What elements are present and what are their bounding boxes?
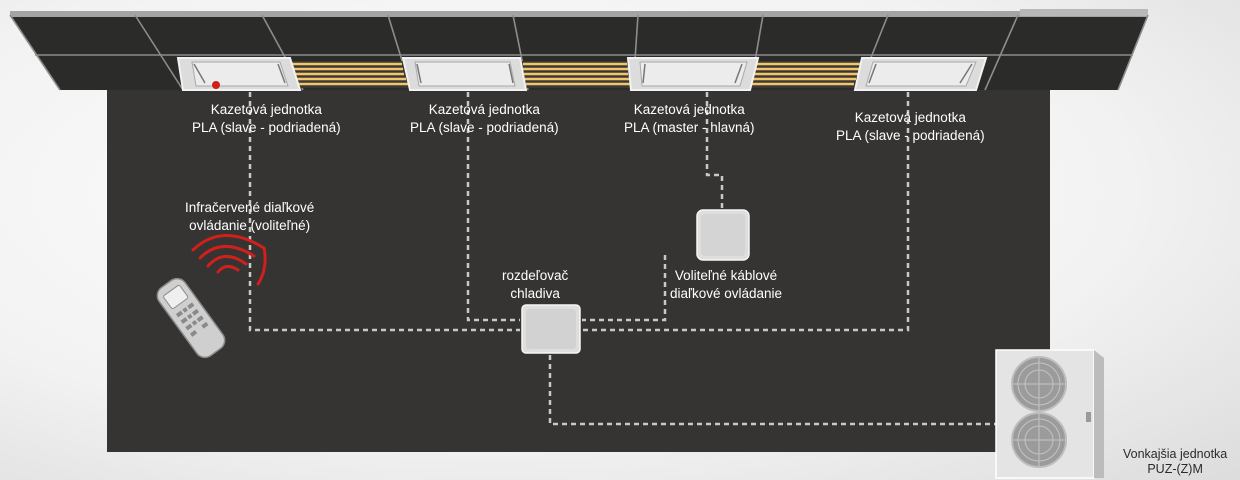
status-led — [212, 81, 220, 89]
wired-remote-device — [696, 209, 750, 261]
cassette-unit — [853, 57, 988, 91]
outdoor-handle — [1086, 412, 1091, 422]
cassette-label-role: PLA (master - hlavná) — [624, 120, 755, 135]
cassette-unit — [626, 57, 760, 91]
cassette-label-title: Kazetová jednotka — [854, 110, 966, 125]
outdoor-unit-label: Vonkajšia jednotka PUZ-(Z)M — [1123, 447, 1227, 477]
cassette-label-role: PLA (slave - podriadená) — [410, 120, 559, 135]
slot-panel — [522, 61, 630, 88]
outdoor-unit — [995, 349, 1104, 479]
cassette-label-slave-3: Kazetová jednotka PLA (slave - podriaden… — [836, 109, 985, 145]
cassette-label-slave-1: Kazetová jednotka PLA (slave - podriaden… — [192, 101, 341, 137]
outdoor-unit-label-line1: Vonkajšia jednotka — [1123, 447, 1228, 461]
cassette-label-title: Kazetová jednotka — [210, 102, 322, 117]
wired-remote-label-line1: Voliteľné káblové — [674, 268, 778, 283]
ir-signal-waves — [191, 234, 267, 286]
fan-grille — [1011, 412, 1067, 468]
ir-remote-label-line1: Infračervené diaľkové — [185, 200, 315, 215]
wired-remote-label: Voliteľné káblové diaľkové ovládanie — [670, 267, 782, 303]
ir-remote-label-line2: ovládanie (voliteľné) — [189, 218, 311, 233]
slot-panel — [290, 61, 409, 88]
cassette-label-title: Kazetová jednotka — [428, 102, 540, 117]
cassette-label-master: Kazetová jednotka PLA (master - hlavná) — [624, 101, 755, 137]
ir-remote-device — [156, 277, 226, 359]
ceiling — [9, 9, 1149, 91]
ir-remote-label: Infračervené diaľkové ovládanie (voliteľ… — [185, 199, 314, 235]
splitter-label-line2: chladiva — [510, 286, 560, 301]
cassette-unit — [176, 57, 302, 91]
fan-grille — [1011, 356, 1067, 412]
slot-panel — [748, 61, 862, 88]
connection-lines — [248, 92, 1000, 426]
cassette-unit — [401, 57, 528, 91]
splitter-label: rozdeľovač chladiva — [502, 267, 568, 303]
refrigerant-splitter — [521, 304, 581, 354]
cassette-label-title: Kazetová jednotka — [633, 102, 745, 117]
cassette-label-role: PLA (slave - podriadená) — [836, 128, 985, 143]
wired-remote-label-line2: diaľkové ovládanie — [670, 286, 783, 301]
outdoor-unit-label-line2: PUZ-(Z)M — [1147, 462, 1203, 476]
splitter-label-line1: rozdeľovač — [502, 268, 569, 283]
cassette-label-role: PLA (slave - podriadená) — [192, 120, 341, 135]
cassette-label-slave-2: Kazetová jednotka PLA (slave - podriaden… — [410, 101, 559, 137]
